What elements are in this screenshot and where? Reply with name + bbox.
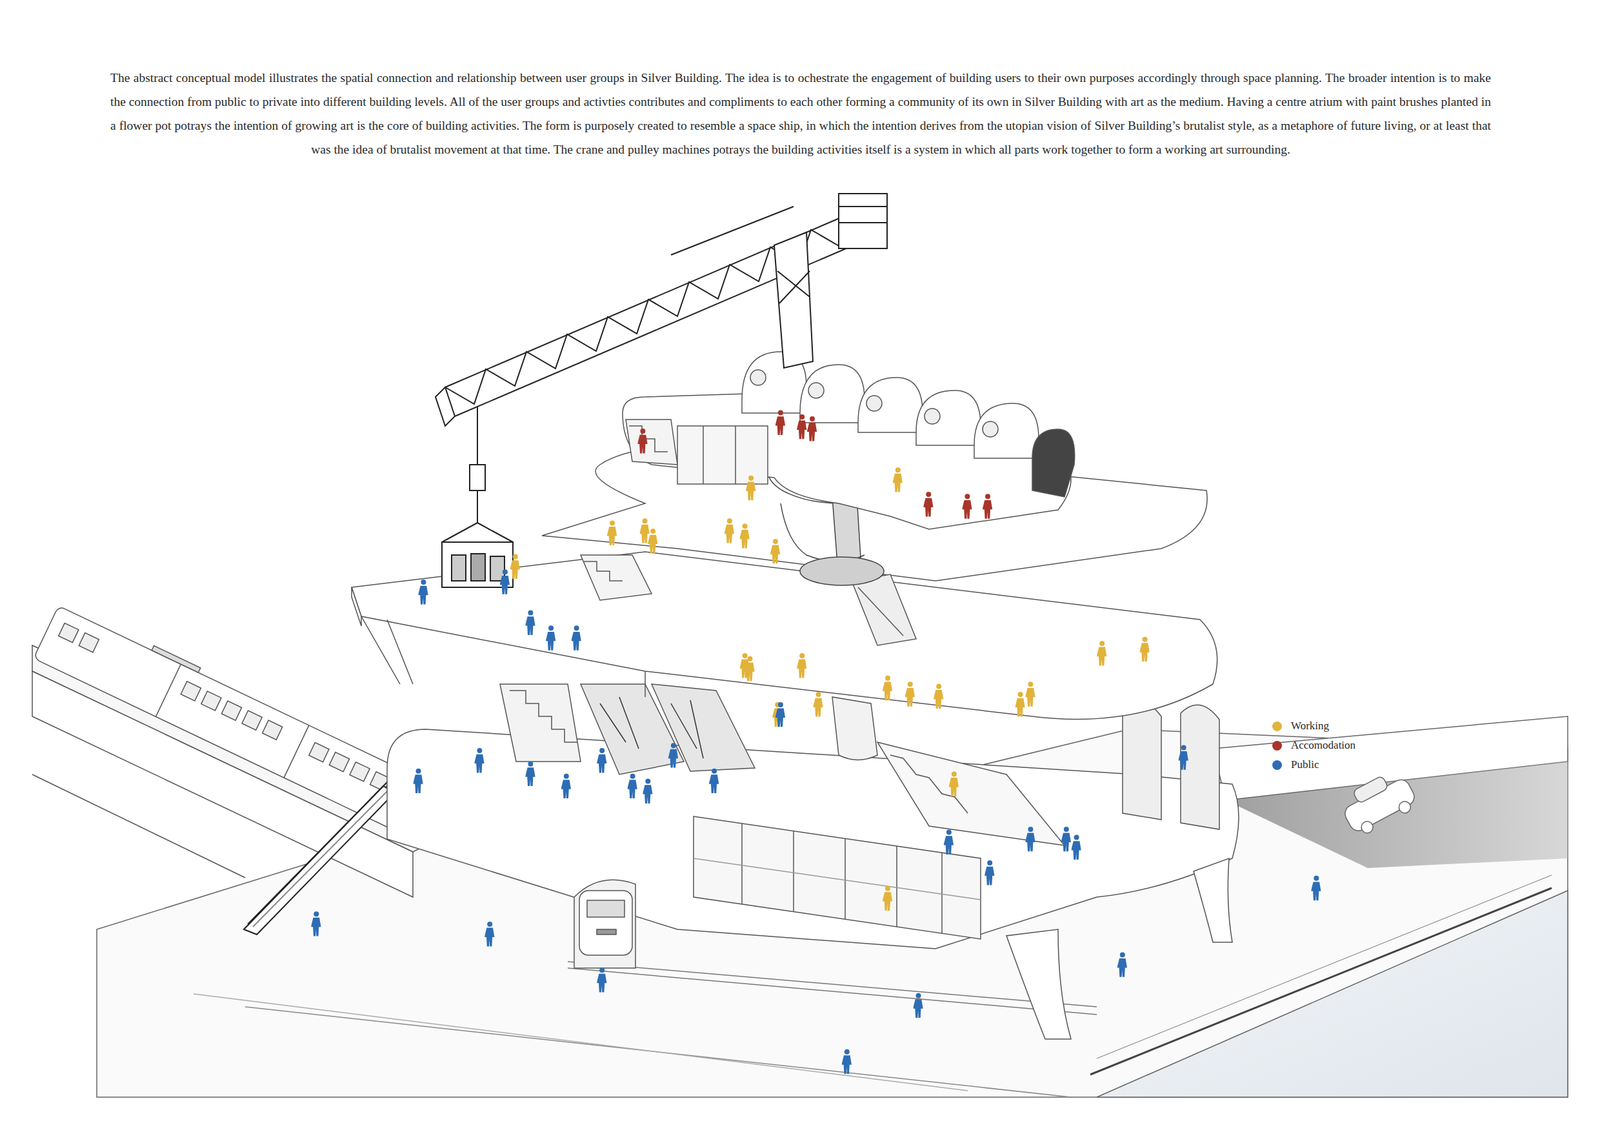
caption-text: The abstract conceptual model illustrate… xyxy=(110,65,1491,162)
person-figure xyxy=(775,410,786,435)
car xyxy=(1336,765,1421,839)
person-figure xyxy=(709,768,720,793)
person-figure xyxy=(474,747,485,773)
legend-swatch xyxy=(1272,760,1282,770)
legend-swatch xyxy=(1272,740,1282,751)
train-front xyxy=(579,890,633,955)
legend: WorkingAccomodationPublic xyxy=(1272,716,1356,775)
person-figure xyxy=(892,467,903,492)
person-figure xyxy=(882,885,893,911)
person-figure xyxy=(961,493,973,519)
person-figure xyxy=(948,771,959,797)
person-figure xyxy=(607,520,618,545)
person-figure xyxy=(1178,744,1189,770)
person-figure xyxy=(739,523,750,548)
person-figure xyxy=(642,778,653,804)
person-figure xyxy=(500,569,511,594)
person-figure xyxy=(933,683,944,709)
person-figure xyxy=(525,761,536,786)
person-figure xyxy=(412,768,424,793)
person-figure xyxy=(775,701,786,727)
atrium-planter xyxy=(580,683,755,775)
person-figure xyxy=(984,860,995,885)
person-figure xyxy=(1025,681,1036,706)
person-figure xyxy=(1070,834,1082,860)
person-figure xyxy=(796,652,808,678)
person-figure xyxy=(1025,826,1036,851)
person-figure xyxy=(982,493,993,519)
people xyxy=(310,410,1322,1075)
escalator xyxy=(243,781,400,935)
person-figure xyxy=(647,528,659,553)
person-figure xyxy=(570,625,582,650)
person-figure xyxy=(724,518,735,543)
person-figure xyxy=(637,428,648,453)
person-figure xyxy=(807,416,818,441)
legend-label: Working xyxy=(1290,719,1330,733)
person-figure xyxy=(1310,875,1322,900)
person-figure xyxy=(912,992,924,1018)
person-figure xyxy=(943,829,955,855)
road-deck xyxy=(1212,716,1568,868)
person-figure xyxy=(770,538,781,564)
person-figure xyxy=(509,554,520,579)
legend-row: Public xyxy=(1272,754,1356,775)
legend-label: Accomodation xyxy=(1290,738,1356,752)
crane xyxy=(435,193,888,588)
person-figure xyxy=(1014,691,1026,717)
person-figure xyxy=(1060,826,1071,851)
person-figure xyxy=(310,910,322,936)
person-figure xyxy=(627,773,638,799)
legend-row: Accomodation xyxy=(1272,735,1356,755)
legend-row: Working xyxy=(1272,716,1356,736)
person-figure xyxy=(904,681,915,706)
person-figure xyxy=(560,773,571,799)
legend-label: Public xyxy=(1290,758,1319,771)
legend-swatch xyxy=(1272,721,1282,731)
person-figure xyxy=(1096,640,1108,666)
person-figure xyxy=(1116,951,1128,977)
person-figure xyxy=(545,625,557,650)
person-figure xyxy=(812,691,824,717)
rail-viaduct xyxy=(32,601,452,897)
person-figure xyxy=(923,491,934,517)
person-figure xyxy=(668,742,679,768)
person-figure xyxy=(596,747,608,773)
person-figure xyxy=(484,921,495,946)
person-figure xyxy=(639,518,650,543)
person-figure xyxy=(744,656,755,681)
pods xyxy=(741,351,1075,497)
person-figure xyxy=(525,610,536,635)
person-figure xyxy=(745,475,757,500)
person-figure xyxy=(596,967,608,992)
person-figure xyxy=(841,1049,852,1074)
person-figure xyxy=(418,579,429,604)
person-figure xyxy=(796,414,808,439)
person-figure xyxy=(882,675,893,700)
person-figure xyxy=(1139,636,1150,662)
